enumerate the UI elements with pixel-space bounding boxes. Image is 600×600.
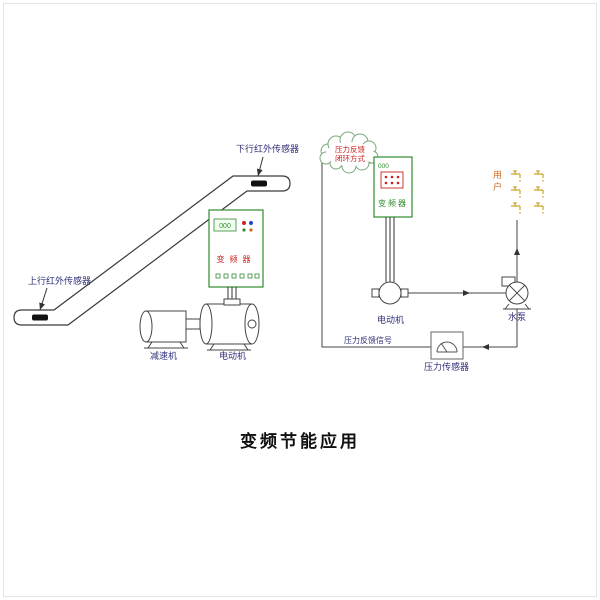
inverter-left-display-panel [213, 218, 237, 232]
pressure-sensor [430, 331, 464, 360]
label-inverter-left: 变频器 [216, 255, 256, 264]
water-pump [501, 276, 531, 310]
label-motor-left: 电动机 [219, 351, 247, 361]
cloud-text-line2: 闭环方式 [335, 153, 365, 163]
motor-left [199, 298, 260, 351]
label-users: 用户 [492, 170, 502, 194]
label-upward-ir-sensor: 上行红外传感器 [28, 276, 92, 286]
inverter-left-terminals [215, 273, 260, 279]
faucet-icon [534, 170, 544, 182]
motor-wires-left [227, 287, 237, 300]
inverter-right-keypad-dots [384, 175, 400, 185]
motor-right [371, 281, 409, 305]
inverter-left: 000 [208, 209, 264, 288]
label-motor-right: 电动机 [377, 315, 405, 325]
reducer [139, 310, 188, 349]
label-reducer: 减速机 [150, 351, 178, 361]
escalator-shape [13, 175, 291, 326]
inverter-left-button-orange [249, 228, 253, 232]
pointer-arrow-bottom-sensor [39, 287, 48, 311]
label-feedback-signal: 压力反馈信号 [344, 336, 392, 345]
label-pressure-sensor: 压力传感器 [424, 362, 470, 372]
inverter-left-button-green [242, 228, 246, 232]
label-inverter-right: 变频器 [378, 199, 408, 208]
inverter-left-button-red [242, 221, 246, 225]
inverter-right-keypad [380, 171, 404, 189]
upward-ir-sensor [32, 314, 48, 321]
faucet-icon [534, 202, 544, 214]
inverter-right-display-value: 000 [378, 163, 389, 170]
faucet-icon [534, 186, 544, 198]
faucet-icon [511, 170, 521, 182]
label-pump: 水泵 [508, 312, 527, 322]
inverter-left-display-value: 000 [219, 223, 231, 230]
users-faucets [511, 170, 544, 214]
label-downward-ir-sensor: 下行红外传感器 [236, 144, 300, 154]
page-title: 变频节能应用 [240, 432, 360, 451]
pointer-arrow-top-sensor [256, 156, 264, 177]
motor-wires-right [385, 217, 395, 282]
inverter-right: 000 [373, 156, 413, 218]
downward-ir-sensor [251, 180, 267, 187]
cloud-bubble: 压力反馈 闭环方式 [319, 131, 387, 178]
inverter-left-button-blue [249, 221, 253, 225]
cloud-text-line1: 压力反馈 [335, 144, 365, 154]
shaft [185, 318, 201, 330]
faucet-icon [511, 186, 521, 198]
faucet-icon [511, 202, 521, 214]
